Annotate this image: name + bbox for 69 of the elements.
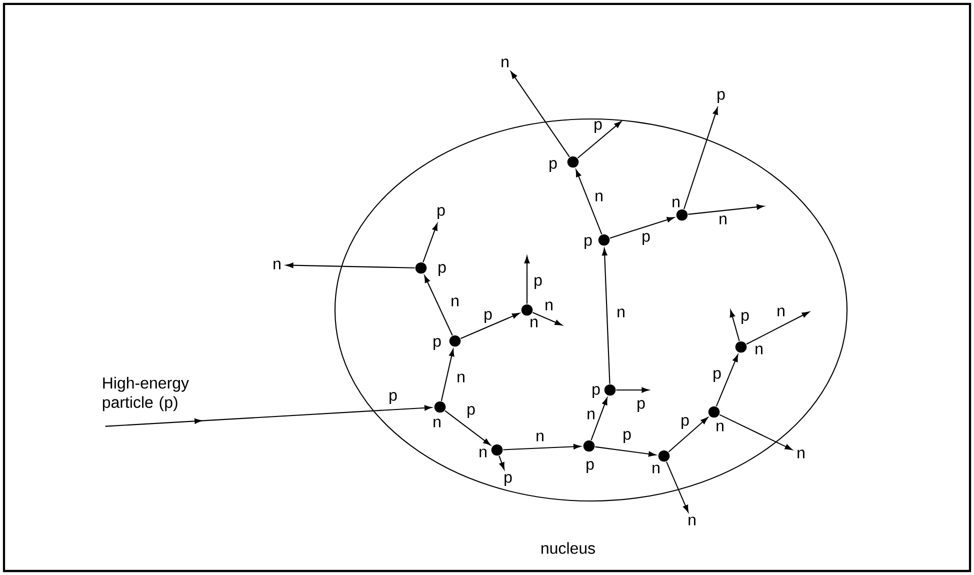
arrow (444, 410, 491, 446)
edge-label: p (594, 121, 602, 133)
nucleon-label: n (672, 198, 680, 208)
edge-label: p (642, 233, 650, 245)
arrow (730, 310, 740, 342)
nucleon-label: p (586, 461, 594, 473)
edge-label: p (682, 417, 689, 429)
arrow (602, 248, 610, 384)
arrow (666, 461, 689, 512)
edge-label: p (484, 311, 492, 323)
arrow (716, 354, 738, 406)
edge-label: p (390, 392, 397, 404)
particle-label: p (504, 474, 512, 486)
nucleon-label: n (716, 422, 724, 432)
nucleon-label: n (480, 448, 486, 458)
edge-label: n (546, 302, 552, 310)
nucleon-label: n (434, 418, 440, 428)
edge-label: n (720, 216, 726, 224)
particle-label: p (718, 91, 725, 103)
nucleon-label: p (592, 386, 600, 398)
edge-label: p (714, 370, 721, 382)
arrow (610, 217, 674, 239)
arrow (498, 456, 505, 470)
edge-label: n (588, 410, 594, 420)
nucleon-label: n (652, 464, 660, 474)
arrow (590, 398, 608, 440)
nucleon-label: p (584, 237, 592, 249)
arrow (532, 312, 562, 326)
edge-label: p (638, 400, 645, 412)
arrow (105, 405, 432, 427)
nucleon-label: p (550, 160, 557, 172)
particle-label: n (798, 450, 804, 458)
arrow (683, 107, 718, 210)
arrow (668, 417, 708, 452)
arrow (460, 312, 520, 340)
arrow (440, 349, 454, 402)
nucleon-label: p (438, 264, 446, 276)
edge-label: n (458, 374, 464, 382)
particle-label: High-energy particle (p) (102, 376, 189, 412)
nucleon-label: n (530, 318, 538, 328)
arrow (595, 446, 656, 457)
arrow (688, 204, 764, 215)
nucleon-label: p (434, 338, 441, 350)
nucleon-label: n (756, 346, 762, 354)
arrow (286, 262, 415, 268)
arrow (577, 121, 622, 158)
arrow (503, 444, 581, 450)
edge-label: p (468, 406, 475, 418)
nucleus-label: nucleus (542, 542, 595, 554)
edge-label: p (534, 277, 542, 289)
particle-label: n (502, 58, 508, 68)
edge-label: n (596, 192, 602, 202)
arrow (424, 275, 453, 336)
particle-label: n (274, 260, 280, 270)
arrow (719, 414, 792, 450)
arrow (616, 387, 649, 393)
edge-label: n (618, 308, 624, 318)
edge-label: p (624, 431, 631, 443)
edge-label: n (452, 298, 458, 306)
arrow (576, 170, 602, 234)
particle-label: p (438, 207, 445, 219)
arrow (510, 71, 570, 158)
arrow (524, 256, 530, 304)
edge-label: p (742, 312, 749, 324)
edge-label: n (778, 308, 784, 316)
particle-label: n (688, 516, 696, 526)
edge-label: n (536, 432, 544, 442)
arrow (422, 223, 438, 262)
arrow (746, 312, 810, 345)
